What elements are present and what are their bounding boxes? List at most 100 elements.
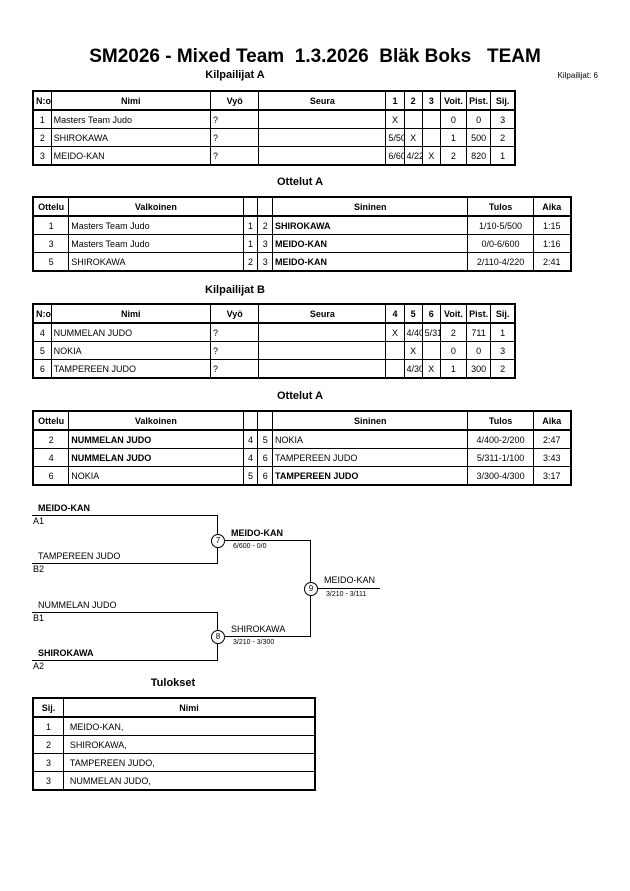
match-time: 1:16 [532, 234, 572, 253]
column-header: Seura [258, 90, 387, 111]
white-number: 2 [242, 252, 259, 272]
blue-number: 6 [257, 466, 274, 486]
column-header: Sij. [490, 90, 516, 111]
cross-result: 5/500 [385, 128, 405, 147]
cross-result: 4/400 [403, 322, 423, 342]
wins: 2 [439, 146, 468, 166]
final-rank: 1 [32, 716, 64, 736]
bracket-score: 6/600 - 0/0 [233, 543, 267, 550]
blue-number: 3 [257, 252, 274, 272]
white-team: NUMMELAN JUDO [68, 429, 244, 449]
bracket-entry-name: TAMPEREEN JUDO [38, 551, 121, 561]
bracket-seed: B1 [33, 613, 45, 623]
match-number: 2 [32, 429, 70, 449]
bracket-line [32, 515, 218, 516]
matches-a-title: Ottelut A [276, 176, 324, 188]
blue-number: 6 [257, 448, 274, 467]
white-number: 1 [242, 215, 259, 235]
match-result: 1/10-5/500 [467, 215, 534, 235]
bracket-entry-name: SHIROKAWA [38, 648, 94, 658]
match-number-badge: 7 [211, 534, 225, 548]
column-header: N:o [32, 90, 52, 111]
matches-a-table: Ottelu Valkoinen Sininen Tulos Aika 1 Ma… [32, 196, 572, 272]
column-header [242, 410, 259, 431]
cross-result: X [385, 109, 405, 129]
competitor-name: SHIROKAWA [50, 128, 211, 147]
match-time: 3:43 [532, 448, 572, 467]
bracket-line [217, 636, 310, 637]
competitor-belt: ? [209, 322, 260, 342]
column-header [242, 196, 259, 217]
bracket-seed: A1 [33, 516, 45, 526]
column-header: Voit. [439, 90, 468, 111]
final-team-name: SHIROKAWA, [62, 735, 316, 754]
table-row: 4 NUMMELAN JUDO 4 6 TAMPEREEN JUDO 5/311… [32, 448, 572, 467]
points: 300 [466, 359, 492, 379]
blue-team: MEIDO-KAN [272, 252, 469, 272]
table-row: 1 Masters Team Judo 1 2 SHIROKAWA 1/10-5… [32, 215, 572, 235]
final-rank: 2 [32, 735, 64, 754]
matches-b-title: Ottelut A [276, 390, 324, 402]
pool-a-title: Kilpailijat A [205, 69, 265, 81]
column-header: Tulos [467, 196, 534, 217]
final-rank: 3 [32, 771, 64, 791]
match-result: 5/311-1/100 [467, 448, 534, 467]
column-header: N:o [32, 303, 52, 324]
final-team-name: MEIDO-KAN, [62, 716, 316, 736]
white-team: SHIROKAWA [68, 252, 244, 272]
column-header: Voit. [439, 303, 468, 324]
table-header-row: Ottelu Valkoinen Sininen Tulos Aika [32, 196, 572, 217]
competitor-belt: ? [209, 359, 260, 379]
competitor-number: 3 [32, 146, 52, 166]
table-row: 1 Masters Team Judo ? X 0 0 3 [32, 109, 516, 129]
competitor-club [258, 341, 387, 360]
bracket-entry-name: MEIDO-KAN [38, 503, 90, 513]
champion-name: MEIDO-KAN [324, 575, 376, 585]
column-header: 1 [385, 90, 405, 111]
rank: 2 [490, 128, 516, 147]
column-header: Valkoinen [68, 410, 244, 431]
rank: 1 [490, 146, 516, 166]
rank: 1 [490, 322, 516, 342]
column-header: Sininen [272, 410, 469, 431]
competitor-number: 6 [32, 359, 52, 379]
column-header: Pist. [466, 90, 492, 111]
bracket-line [217, 540, 310, 541]
column-header: 6 [421, 303, 441, 324]
column-header: Vyö [209, 90, 260, 111]
column-header: Nimi [50, 303, 211, 324]
cross-result [421, 109, 441, 129]
blue-team: NOKIA [272, 429, 469, 449]
table-header-row: N:o Nimi Vyö Seura 4 5 6 Voit. Pist. Sij… [32, 303, 516, 324]
competitor-belt: ? [209, 109, 260, 129]
points: 0 [466, 341, 492, 360]
bracket-seed: A2 [33, 661, 45, 671]
competitor-club [258, 128, 387, 147]
match-time: 2:47 [532, 429, 572, 449]
wins: 0 [439, 341, 468, 360]
cross-result [385, 341, 405, 360]
cross-result: X [403, 341, 423, 360]
pool-b-table: N:o Nimi Vyö Seura 4 5 6 Voit. Pist. Sij… [32, 303, 516, 379]
bracket-score: 3/210 - 3/111 [326, 591, 367, 598]
white-number: 5 [242, 466, 259, 486]
table-row: 5 SHIROKAWA 2 3 MEIDO-KAN 2/110-4/220 2:… [32, 252, 572, 272]
match-number: 1 [32, 215, 70, 235]
blue-number: 3 [257, 234, 274, 253]
cross-result [421, 341, 441, 360]
pool-a-table: N:o Nimi Vyö Seura 1 2 3 Voit. Pist. Sij… [32, 90, 516, 166]
match-number: 5 [32, 252, 70, 272]
table-header-row: Sij. Nimi [32, 697, 316, 718]
column-header: Sij. [32, 697, 64, 718]
competitor-number: 1 [32, 109, 52, 129]
white-number: 4 [242, 429, 259, 449]
bracket-winner-name: MEIDO-KAN [231, 528, 283, 538]
table-row: 6 NOKIA 5 6 TAMPEREEN JUDO 3/300-4/300 3… [32, 466, 572, 486]
column-header: Aika [532, 196, 572, 217]
competitor-club [258, 146, 387, 166]
blue-number: 5 [257, 429, 274, 449]
rank: 2 [490, 359, 516, 379]
competitors-count: Kilpailijat: 6 [557, 71, 598, 80]
column-header: Tulos [467, 410, 534, 431]
matches-b-table: Ottelu Valkoinen Sininen Tulos Aika 2 NU… [32, 410, 572, 486]
